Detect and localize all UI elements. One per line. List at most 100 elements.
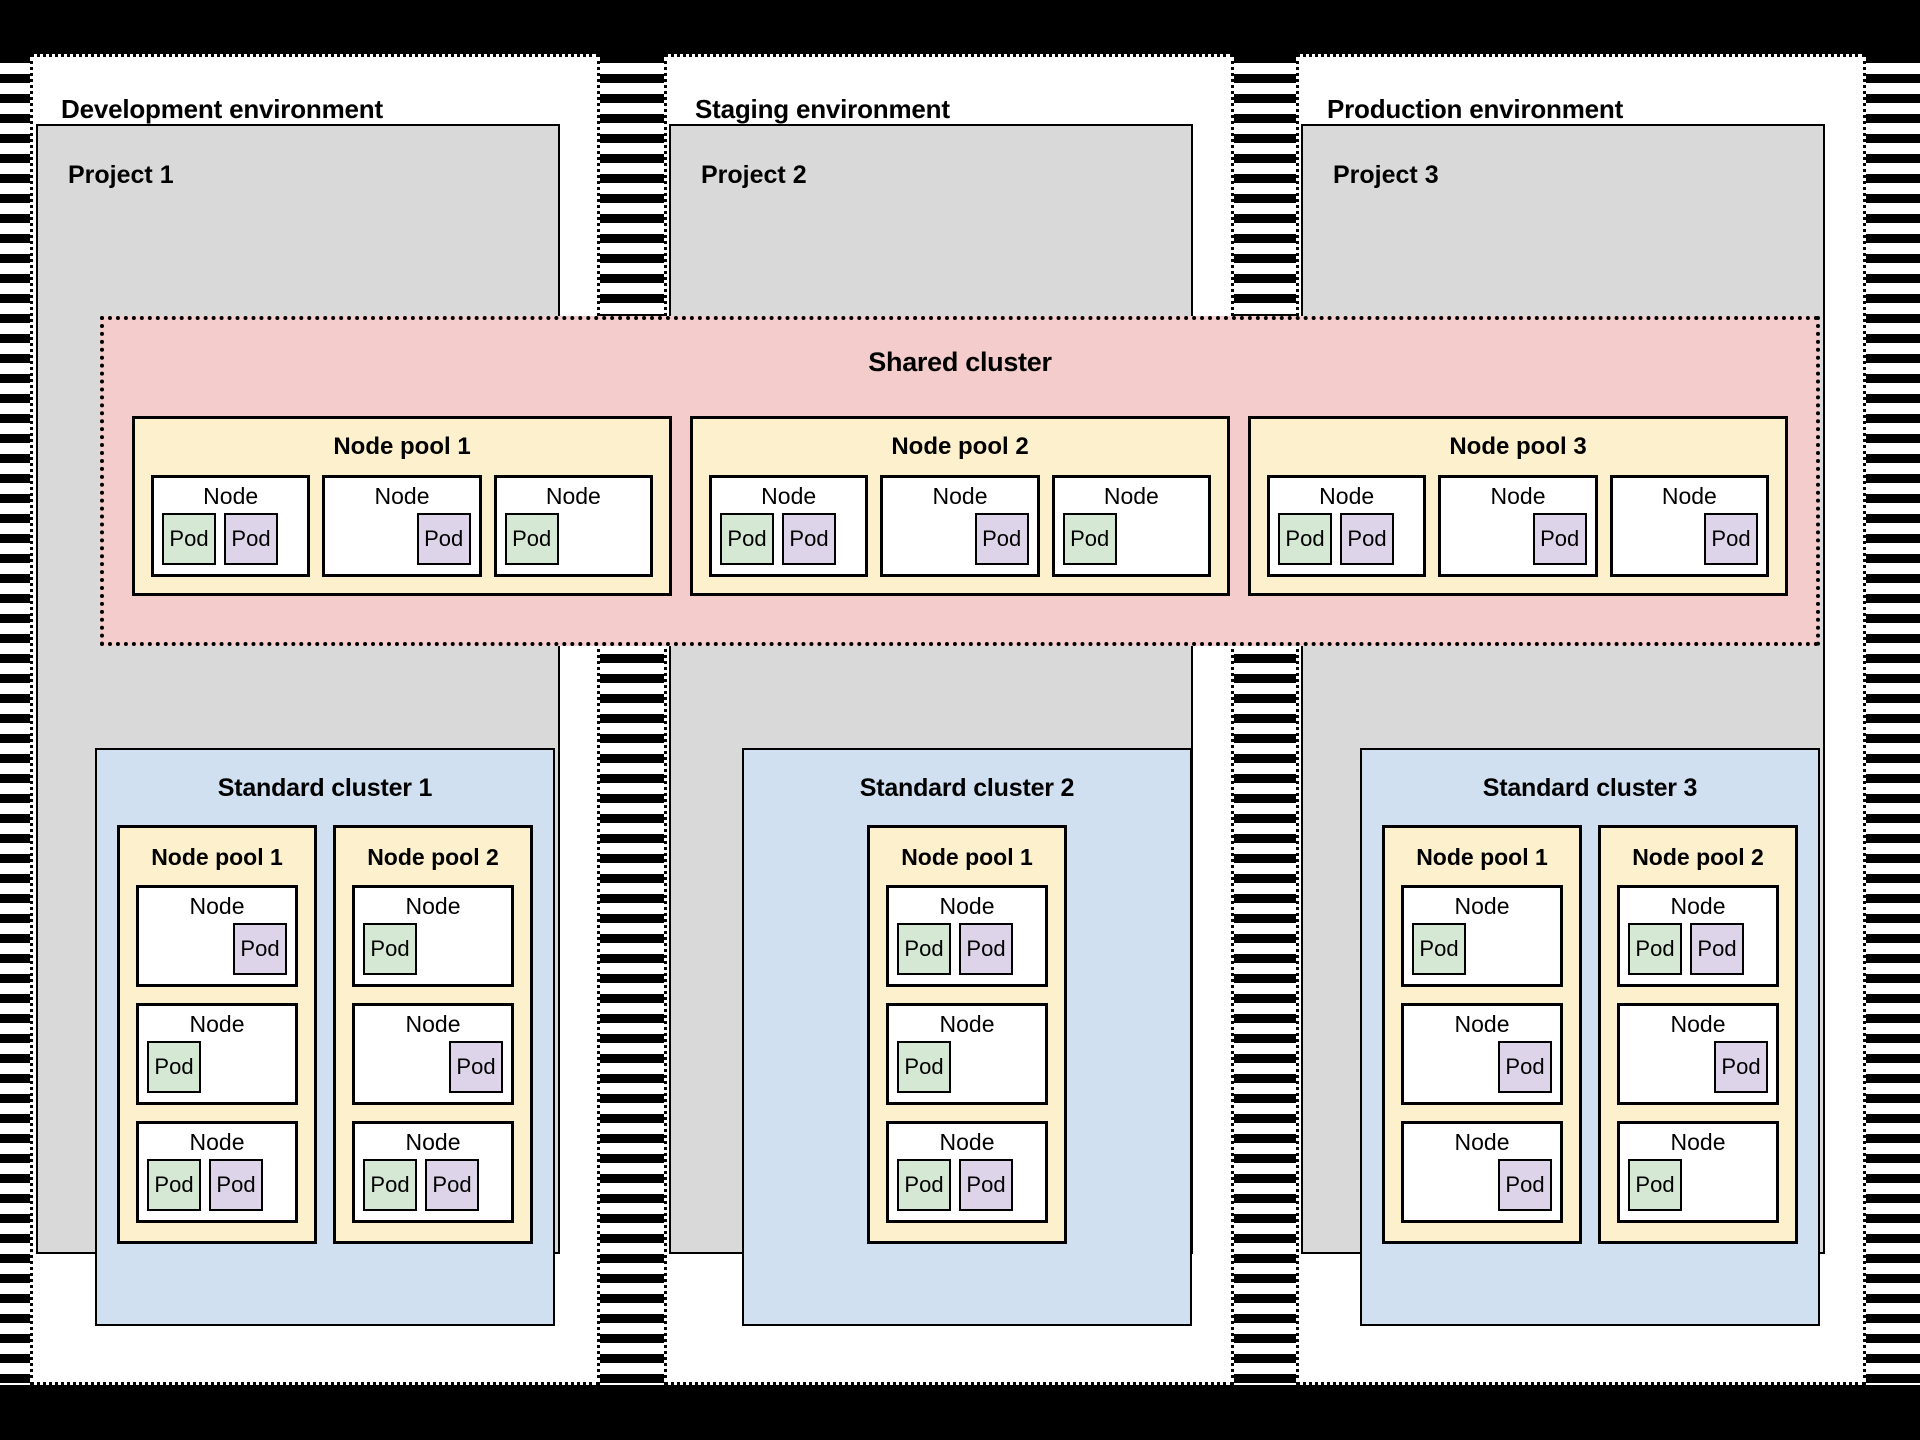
pod-row: Pod bbox=[147, 923, 287, 976]
node-pool-title: Node pool 1 bbox=[901, 844, 1033, 870]
pod-purple: Pod bbox=[209, 1159, 263, 1212]
pod-green: Pod bbox=[504, 513, 559, 566]
pod-row: Pod bbox=[1628, 1041, 1768, 1094]
pod-row: Pod bbox=[504, 513, 642, 566]
pod-purple: Pod bbox=[782, 513, 836, 566]
node-pool-title: Node pool 2 bbox=[1632, 844, 1764, 870]
pod-green: Pod bbox=[897, 923, 951, 976]
node-pool-title: Node pool 2 bbox=[891, 433, 1029, 460]
standard-cluster-title: Standard cluster 3 bbox=[1482, 774, 1698, 802]
pod-green: Pod bbox=[147, 1041, 201, 1094]
pod-purple: Pod bbox=[959, 1159, 1013, 1212]
pod-purple: Pod bbox=[449, 1041, 503, 1094]
pod-green: Pod bbox=[162, 513, 216, 566]
top-black-bar bbox=[0, 0, 1920, 54]
project-title: Project 1 bbox=[68, 161, 174, 189]
node-pool-title: Node pool 1 bbox=[151, 844, 283, 870]
pod-purple: Pod bbox=[1532, 513, 1587, 566]
pod-purple: Pod bbox=[224, 513, 278, 566]
node-pool-title: Node pool 3 bbox=[1449, 433, 1587, 460]
pod-purple: Pod bbox=[959, 923, 1013, 976]
pod-purple: Pod bbox=[425, 1159, 479, 1212]
pod-purple: Pod bbox=[1340, 513, 1394, 566]
pod-row: Pod bbox=[1449, 513, 1587, 566]
node-label: Node bbox=[1670, 1129, 1726, 1156]
standard-cluster-title: Standard cluster 2 bbox=[859, 774, 1075, 802]
node-label: Node bbox=[189, 1011, 245, 1038]
node-label: Node bbox=[932, 483, 988, 509]
pod-row: Pod bbox=[1628, 1159, 1768, 1212]
pod-row: Pod bbox=[363, 923, 503, 976]
pod-row: Pod bbox=[897, 1041, 1037, 1094]
node-label: Node bbox=[1454, 893, 1510, 919]
pod-row: Pod bbox=[1621, 513, 1758, 566]
node-label: Node bbox=[761, 483, 817, 509]
pod-row: Pod bbox=[363, 1041, 503, 1094]
pod-green: Pod bbox=[1628, 923, 1682, 976]
node-pool-title: Node pool 2 bbox=[367, 844, 499, 870]
node-label: Node bbox=[374, 483, 430, 509]
pod-green: Pod bbox=[363, 1159, 417, 1212]
project-title: Project 2 bbox=[701, 161, 807, 189]
project-title: Project 3 bbox=[1333, 161, 1439, 189]
node-label: Node bbox=[189, 893, 245, 919]
node-label: Node bbox=[939, 893, 995, 919]
pod-purple: Pod bbox=[1714, 1041, 1768, 1094]
pod-row: Pod bbox=[333, 513, 471, 566]
environment-title: Development environment bbox=[61, 94, 383, 124]
hatched-divider-1 bbox=[600, 54, 664, 1385]
pod-row: Pod bbox=[1062, 513, 1200, 566]
node-label: Node bbox=[1319, 483, 1375, 509]
pod-row: Pod bbox=[147, 1041, 287, 1094]
pod-green: Pod bbox=[720, 513, 774, 566]
pod-purple: Pod bbox=[974, 513, 1029, 566]
pod-green: Pod bbox=[147, 1159, 201, 1212]
pod-green: Pod bbox=[1062, 513, 1117, 566]
pod-purple: Pod bbox=[233, 923, 287, 976]
pod-purple: Pod bbox=[416, 513, 471, 566]
pod-green: Pod bbox=[897, 1159, 951, 1212]
node-label: Node bbox=[405, 1011, 461, 1038]
pod-green: Pod bbox=[363, 923, 417, 976]
node-pool-title: Node pool 1 bbox=[1416, 844, 1548, 870]
node-label: Node bbox=[1103, 483, 1159, 509]
